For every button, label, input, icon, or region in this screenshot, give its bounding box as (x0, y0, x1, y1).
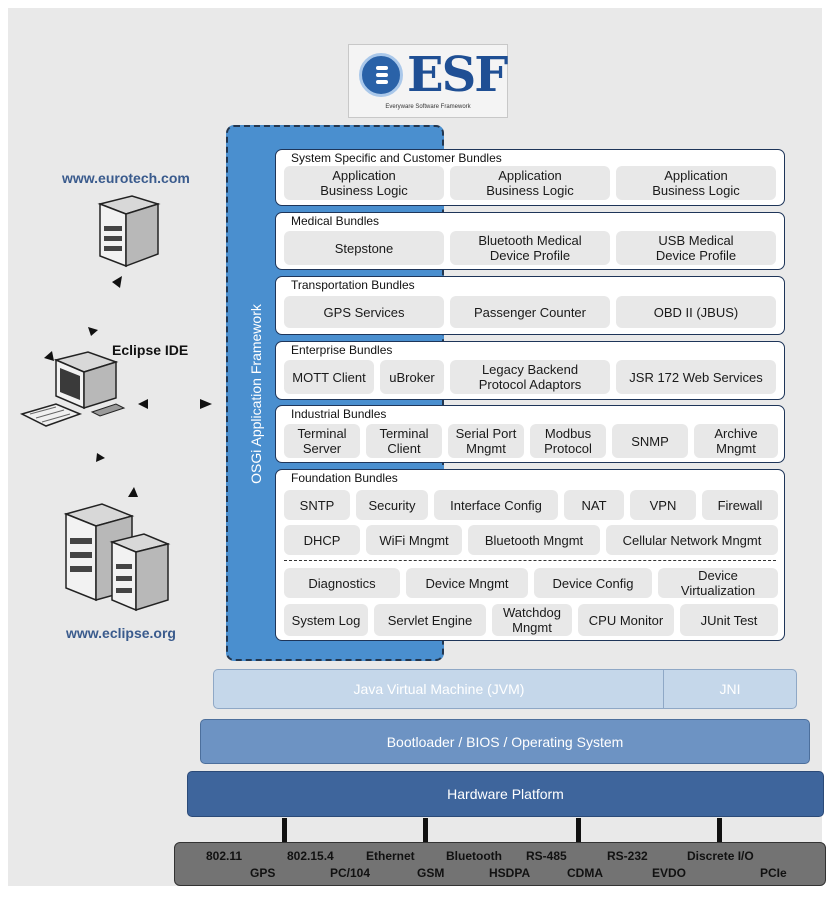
io-label-cdma: CDMA (567, 866, 603, 880)
group-title: Medical Bundles (291, 214, 380, 228)
bundle-watchdog-mngmt: Watchdog Mngmt (492, 604, 572, 636)
workstation-icon (19, 351, 126, 427)
group-title: Foundation Bundles (291, 471, 398, 485)
bundle-sntp: SNTP (284, 490, 350, 520)
bundle-bluetooth-mngmt: Bluetooth Mngmt (468, 525, 600, 555)
bundle-junit-test: JUnit Test (680, 604, 778, 636)
io-label-pcie: PCIe (760, 866, 787, 880)
bundle-stepstone: Stepstone (284, 231, 444, 265)
io-label-gps: GPS (250, 866, 276, 880)
jvm-layer: Java Virtual Machine (JVM) (213, 669, 664, 709)
bundle-nat: NAT (564, 490, 624, 520)
foundation-bundles: Foundation Bundles SNTP Security Interfa… (275, 469, 785, 641)
bundle-terminal-client: Terminal Client (366, 424, 442, 458)
io-bus (174, 842, 826, 886)
bundle-firewall: Firewall (702, 490, 778, 520)
bundle-app-business-logic-3: Application Business Logic (616, 166, 776, 200)
io-label-evdo: EVDO (652, 866, 687, 880)
bundle-diagnostics: Diagnostics (284, 568, 400, 598)
bundle-dhcp: DHCP (284, 525, 360, 555)
bundle-app-business-logic-1: Application Business Logic (284, 166, 444, 200)
foundation-divider (284, 560, 776, 561)
bundle-modbus-protocol: Modbus Protocol (530, 424, 606, 458)
server-icon (97, 195, 161, 268)
enterprise-bundles: Enterprise Bundles MOTT Client uBroker L… (275, 341, 785, 400)
bundle-usb-medical: USB Medical Device Profile (616, 231, 776, 265)
esf-logo: ESF Everyware Software Framework (348, 44, 508, 118)
io-label-bluetooth: Bluetooth (446, 849, 502, 863)
bundle-terminal-server: Terminal Server (284, 424, 360, 458)
bundle-cpu-monitor: CPU Monitor (578, 604, 674, 636)
io-label-ethernet: Ethernet (366, 849, 415, 863)
jni-layer: JNI (663, 669, 797, 709)
eclipse-ide-label: Eclipse IDE (112, 342, 189, 358)
connector (576, 818, 581, 842)
io-label-rs232: RS-232 (607, 849, 648, 863)
bundle-wifi-mngmt: WiFi Mngmt (366, 525, 462, 555)
transportation-bundles: Transportation Bundles GPS Services Pass… (275, 276, 785, 335)
bundle-security: Security (356, 490, 428, 520)
io-label-gsm: GSM (417, 866, 445, 880)
bundle-jsr-172: JSR 172 Web Services (616, 360, 776, 394)
eclipse-url: www.eclipse.org (66, 625, 176, 641)
bundle-vpn: VPN (630, 490, 696, 520)
eurotech-url: www.eurotech.com (62, 170, 190, 186)
bundle-servlet-engine: Servlet Engine (374, 604, 486, 636)
esf-logo-tagline: Everyware Software Framework (385, 104, 471, 110)
group-title: Transportation Bundles (291, 278, 415, 292)
bundle-mott-client: MOTT Client (284, 360, 374, 394)
bundle-archive-mngmt: Archive Mngmt (694, 424, 778, 458)
bundle-device-virtualization: Device Virtualization (658, 568, 778, 598)
industrial-bundles: Industrial Bundles Terminal Server Termi… (275, 405, 785, 463)
medical-bundles: Medical Bundles Stepstone Bluetooth Medi… (275, 212, 785, 270)
building-icon (63, 503, 171, 612)
esf-logo-text: ESF (407, 47, 508, 103)
connector (717, 818, 722, 842)
hardware-platform-layer: Hardware Platform (187, 771, 824, 817)
connector (423, 818, 428, 842)
bundle-passenger-counter: Passenger Counter (450, 296, 610, 328)
bundle-gps-services: GPS Services (284, 296, 444, 328)
io-label-hsdpa: HSDPA (489, 866, 531, 880)
esf-logo-icon (359, 53, 403, 97)
bootloader-os-layer: Bootloader / BIOS / Operating System (200, 719, 810, 764)
bundle-serial-port-mngmt: Serial Port Mngmt (448, 424, 524, 458)
bundle-app-business-logic-2: Application Business Logic (450, 166, 610, 200)
io-label-pc104: PC/104 (330, 866, 371, 880)
bundle-device-mngmt: Device Mngmt (406, 568, 528, 598)
bundle-ubroker: uBroker (380, 360, 444, 394)
system-specific-bundles: System Specific and Customer Bundles App… (275, 149, 785, 206)
group-title: System Specific and Customer Bundles (291, 151, 502, 165)
bundle-cellular-network-mngmt: Cellular Network Mngmt (606, 525, 778, 555)
io-label-80211: 802.11 (206, 849, 243, 863)
bundle-snmp: SNMP (612, 424, 688, 458)
bundle-device-config: Device Config (534, 568, 652, 598)
bundle-obd-ii: OBD II (JBUS) (616, 296, 776, 328)
group-title: Industrial Bundles (291, 407, 387, 421)
bundle-interface-config: Interface Config (434, 490, 558, 520)
io-label-802154: 802.15.4 (287, 849, 334, 863)
bundle-bluetooth-medical: Bluetooth Medical Device Profile (450, 231, 610, 265)
bundle-legacy-backend: Legacy Backend Protocol Adaptors (450, 360, 610, 394)
group-title: Enterprise Bundles (291, 343, 393, 357)
io-label-discrete-io: Discrete I/O (687, 849, 754, 863)
connector (282, 818, 287, 842)
bundle-system-log: System Log (284, 604, 368, 636)
io-label-rs485: RS-485 (526, 849, 567, 863)
